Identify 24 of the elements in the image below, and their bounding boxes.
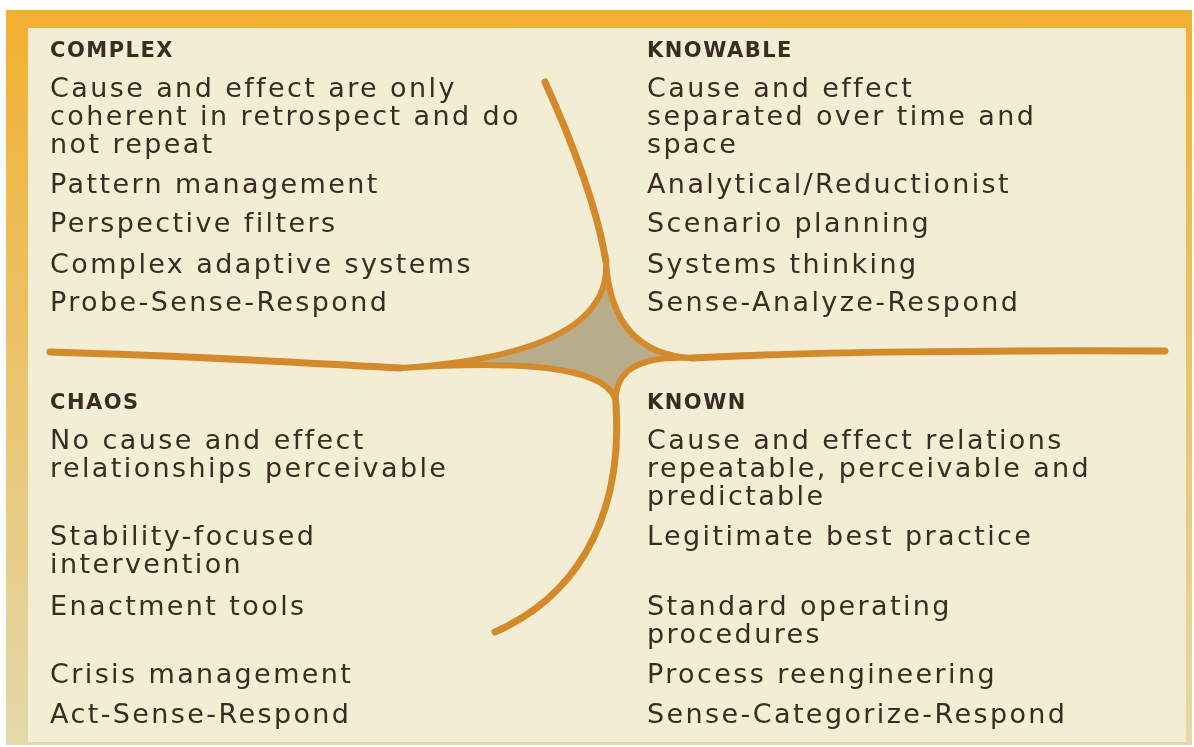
quadrant-item: Legitimate best practice: [647, 522, 1035, 550]
quadrant-heading: CHAOS: [50, 390, 141, 414]
quadrant-item: Complex adaptive systems: [50, 250, 474, 278]
quadrant-item: Cause and effect separated over time and space: [647, 74, 1038, 158]
quadrant-item: Process reengineering: [647, 660, 999, 688]
quadrant-heading: KNOWN: [647, 390, 748, 414]
quadrant-item: Crisis management: [50, 660, 355, 688]
quadrant-item: No cause and effect relationships perceivable: [50, 426, 450, 482]
quadrant-item: Cause and effect are only coherent in retrospect and do not repeat: [50, 74, 522, 158]
quadrant-item: Probe-Sense-Respond: [50, 288, 391, 316]
quadrant-item: Stability-focused intervention: [50, 522, 318, 578]
quadrant-item: Standard operating procedures: [647, 592, 953, 648]
quadrant-item: Systems thinking: [647, 250, 920, 278]
quadrant-item: Act-Sense-Respond: [50, 700, 353, 728]
quadrant-heading: COMPLEX: [50, 38, 175, 62]
quadrant-item: Enactment tools: [50, 592, 308, 620]
quadrant-item: Cause and effect relations repeatable, perceivable and predictable: [647, 426, 1093, 510]
quadrant-item: Sense-Analyze-Respond: [647, 288, 1022, 316]
quadrant-item: Analytical/Reductionist: [647, 170, 1012, 198]
quadrant-item: Perspective filters: [50, 209, 339, 237]
quadrant-item: Pattern management: [50, 170, 381, 198]
quadrant-item: Scenario planning: [647, 209, 932, 237]
quadrant-item: Sense-Categorize-Respond: [647, 700, 1069, 728]
quadrant-heading: KNOWABLE: [647, 38, 794, 62]
